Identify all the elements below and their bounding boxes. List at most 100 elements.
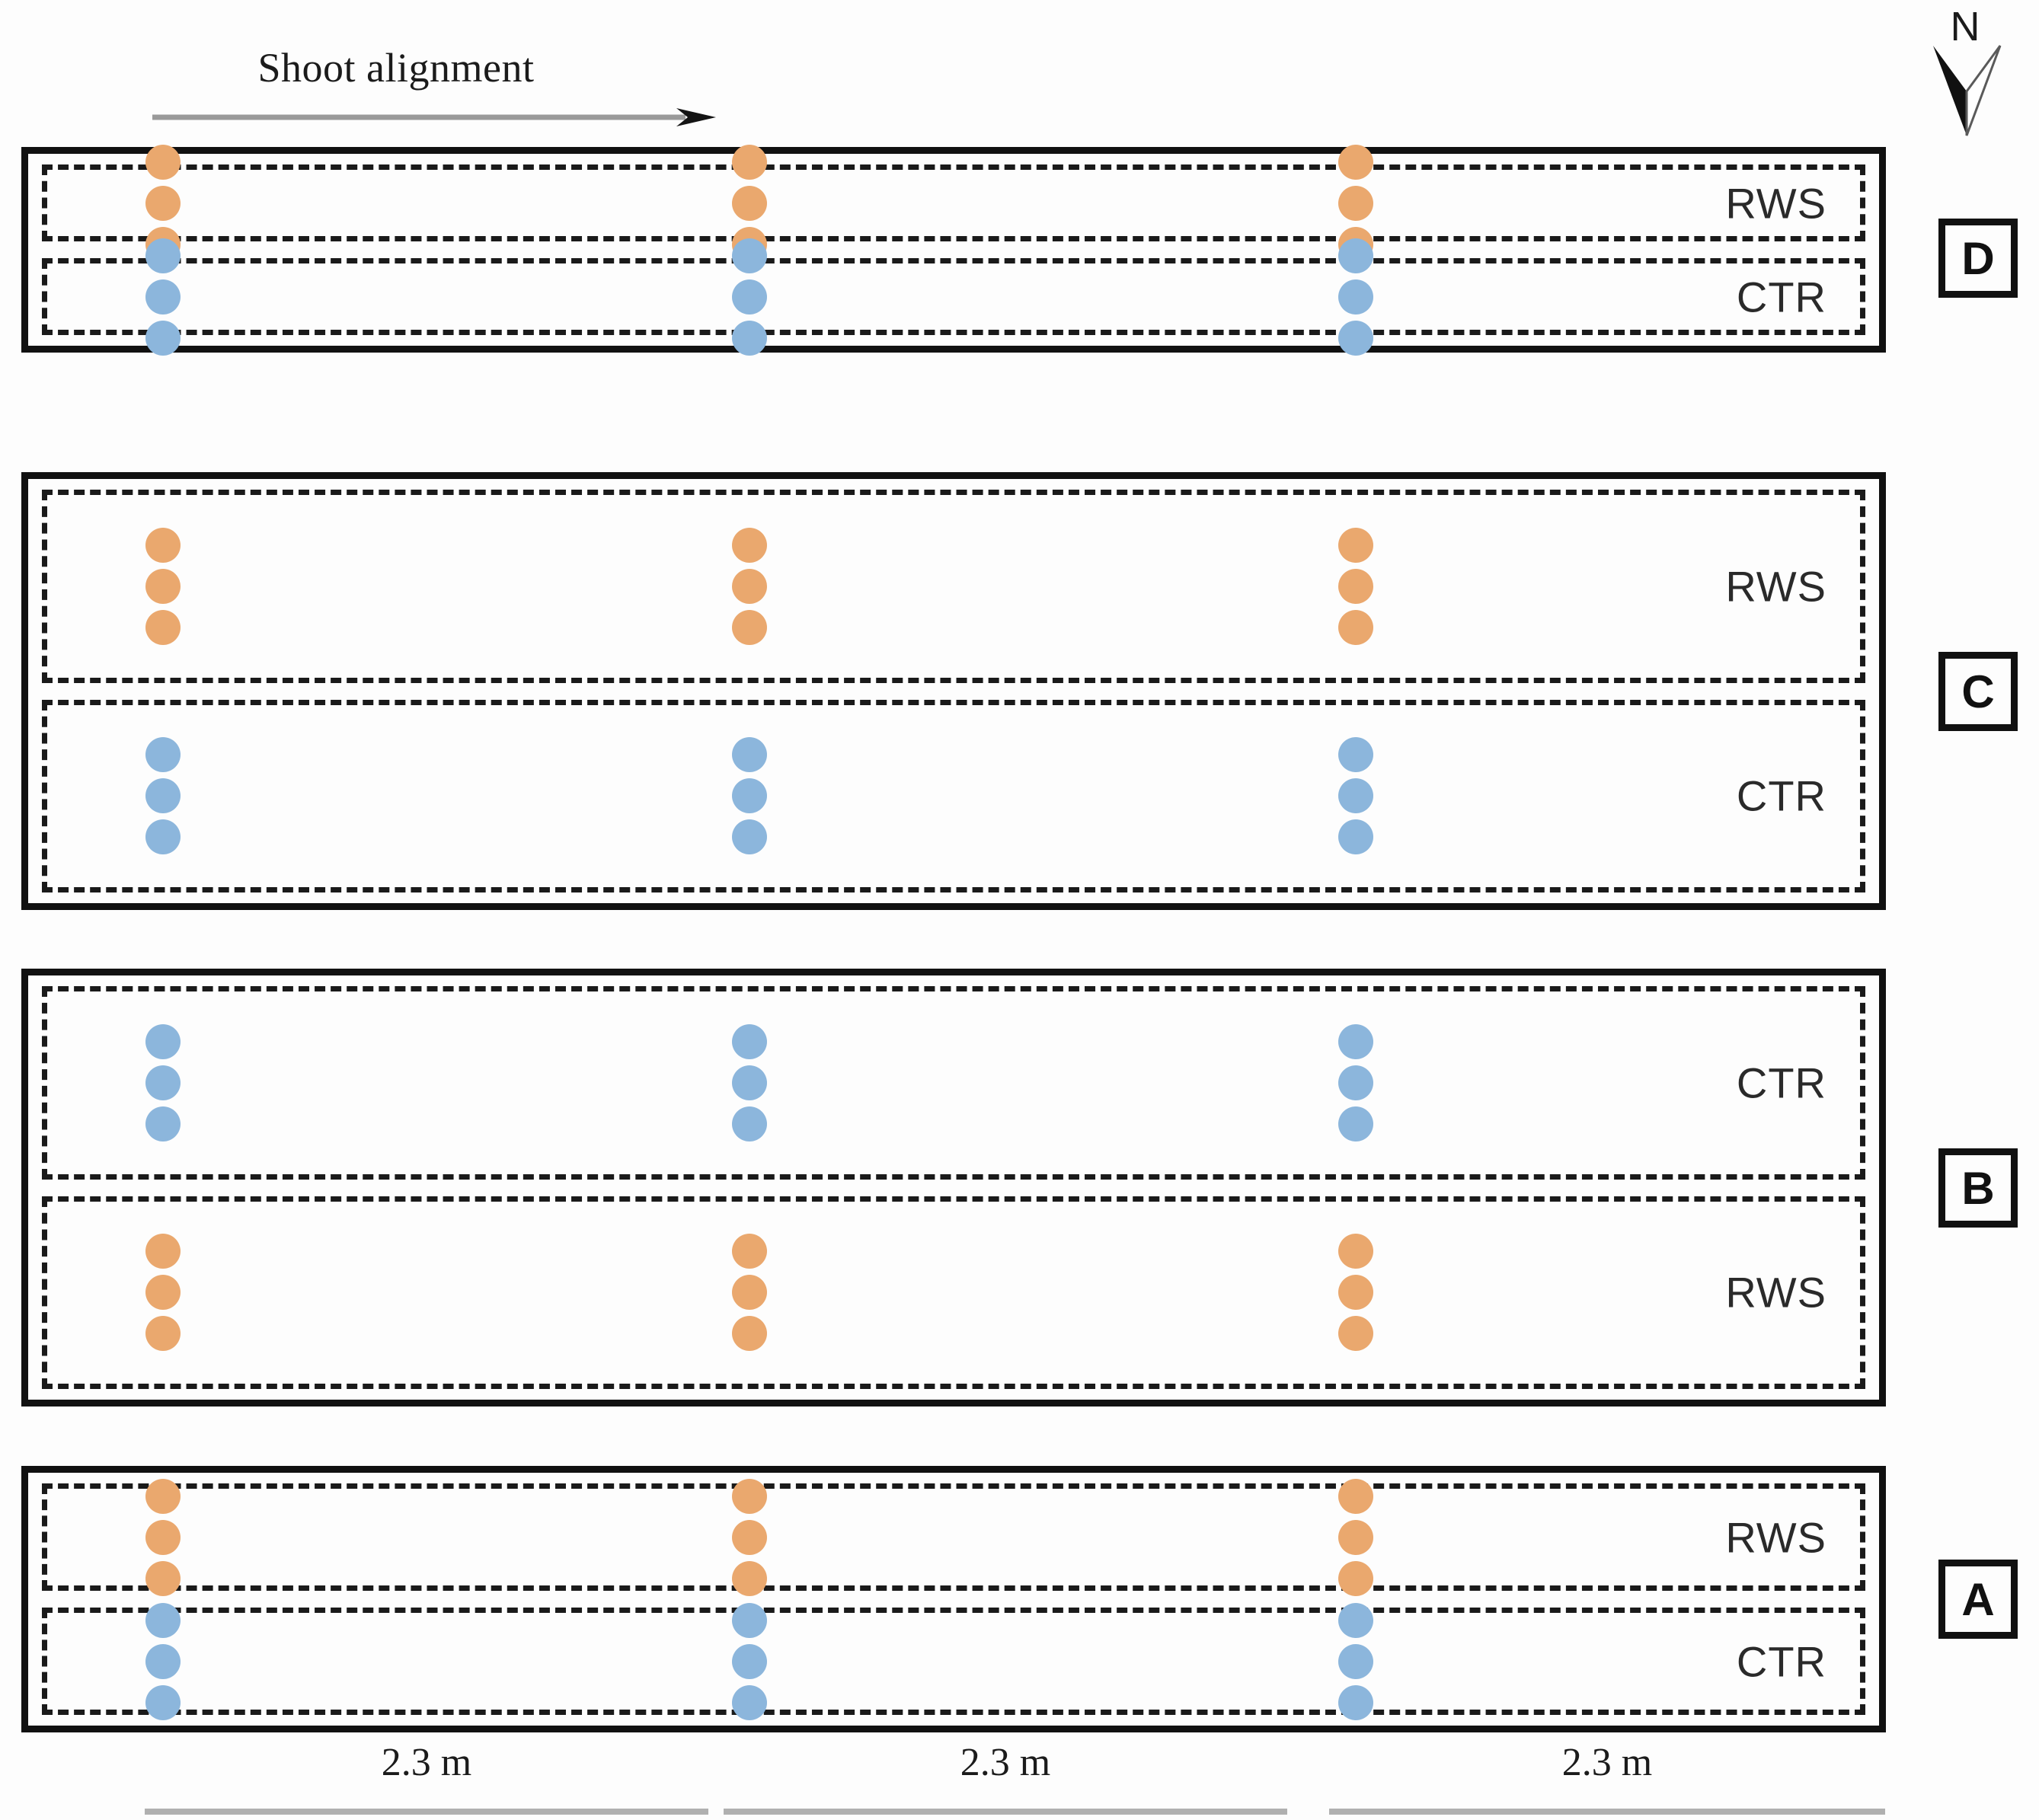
subplot-label: CTR <box>1736 273 1826 321</box>
sampling-column <box>1337 1021 1374 1145</box>
sampling-column <box>731 1476 768 1599</box>
sampling-point-ctr <box>1338 238 1373 273</box>
sampling-point-rws <box>145 1316 181 1352</box>
sampling-point-rws <box>1338 568 1373 604</box>
sampling-column <box>1337 1476 1374 1599</box>
subplot-label: RWS <box>1725 1268 1826 1317</box>
scale-segment: 2.3 m <box>724 1740 1287 1820</box>
subplot-label: CTR <box>1736 771 1826 820</box>
scale-segment: 2.3 m <box>1329 1740 1885 1820</box>
sampling-point-ctr <box>732 1106 767 1141</box>
sampling-point-ctr <box>1338 778 1373 814</box>
sampling-column <box>145 235 181 359</box>
sampling-column <box>731 525 768 648</box>
block-label-a: A <box>1938 1560 2018 1639</box>
sampling-point-ctr <box>145 279 181 315</box>
sampling-point-rws <box>732 185 767 221</box>
sampling-point-rws <box>1338 185 1373 221</box>
sampling-point-ctr <box>732 279 767 315</box>
sampling-point-rws <box>145 1234 181 1269</box>
subplot-d-ctr[interactable]: CTR <box>42 238 1865 356</box>
sampling-point-rws <box>1338 1519 1373 1555</box>
sampling-point-rws <box>145 144 181 180</box>
block-a: RWS CTR <box>21 1466 1886 1732</box>
sampling-point-rws <box>145 1478 181 1514</box>
sampling-point-ctr <box>1338 1602 1373 1638</box>
sampling-point-rws <box>1338 1316 1373 1352</box>
north-label: N <box>1950 4 1980 49</box>
shoot-alignment-annotation: Shoot alignment <box>152 23 716 126</box>
block-label-b: B <box>1938 1148 2018 1228</box>
sampling-point-rws <box>732 1560 767 1596</box>
sampling-point-ctr <box>732 819 767 855</box>
sampling-point-ctr <box>732 1023 767 1059</box>
sampling-point-ctr <box>1338 1106 1373 1141</box>
north-arrow-icon <box>1933 45 2002 136</box>
sampling-point-ctr <box>1338 1065 1373 1100</box>
sampling-column <box>1337 1231 1374 1354</box>
subplot-c-ctr[interactable]: CTR <box>42 699 1865 892</box>
sampling-point-rws <box>145 185 181 221</box>
right-arrow-icon <box>152 108 716 126</box>
sampling-point-ctr <box>1338 1643 1373 1679</box>
sampling-point-rws <box>145 1519 181 1555</box>
sampling-point-rws <box>145 1275 181 1311</box>
sampling-point-ctr <box>732 1065 767 1100</box>
sampling-column <box>731 1600 768 1723</box>
scale-label: 2.3 m <box>381 1741 472 1784</box>
sampling-point-ctr <box>145 1602 181 1638</box>
subplot-a-rws[interactable]: RWS <box>42 1478 1865 1596</box>
sampling-point-rws <box>1338 527 1373 563</box>
sampling-point-rws <box>145 1560 181 1596</box>
subplot-label: CTR <box>1736 1058 1826 1107</box>
sampling-column <box>145 1476 181 1599</box>
sampling-point-rws <box>732 1478 767 1514</box>
sampling-point-ctr <box>145 1023 181 1059</box>
sampling-point-ctr <box>145 1643 181 1679</box>
sampling-point-rws <box>1338 1275 1373 1311</box>
sampling-column <box>731 1231 768 1354</box>
sampling-point-ctr <box>732 737 767 773</box>
sampling-point-ctr <box>1338 279 1373 315</box>
sampling-column <box>145 1021 181 1145</box>
sampling-point-rws <box>145 609 181 645</box>
sampling-column <box>1337 734 1374 857</box>
scale-bar-line <box>145 1809 708 1815</box>
sampling-point-ctr <box>145 320 181 356</box>
sampling-point-rws <box>1338 144 1373 180</box>
sampling-point-rws <box>1338 1478 1373 1514</box>
subplot-c-rws[interactable]: RWS <box>42 490 1865 683</box>
sampling-column <box>1337 235 1374 359</box>
sampling-point-rws <box>1338 1560 1373 1596</box>
sampling-point-ctr <box>732 778 767 814</box>
sampling-point-rws <box>732 1519 767 1555</box>
sampling-point-rws <box>732 144 767 180</box>
sampling-point-ctr <box>732 1602 767 1638</box>
sampling-point-ctr <box>732 320 767 356</box>
sampling-point-ctr <box>145 819 181 855</box>
subplot-a-ctr[interactable]: CTR <box>42 1602 1865 1720</box>
subplot-label: RWS <box>1725 179 1826 227</box>
sampling-column <box>1337 1600 1374 1723</box>
sampling-point-ctr <box>145 1684 181 1720</box>
scale-bar-line <box>724 1809 1287 1815</box>
sampling-column <box>145 734 181 857</box>
subplot-label: RWS <box>1725 1513 1826 1561</box>
sampling-point-rws <box>732 609 767 645</box>
subplot-d-rws[interactable]: RWS <box>42 144 1865 262</box>
subplot-b-ctr[interactable]: CTR <box>42 986 1865 1180</box>
block-inner: RWS CTR <box>28 479 1879 903</box>
sampling-point-ctr <box>1338 819 1373 855</box>
block-b: CTR RWS <box>21 969 1886 1407</box>
block-label-c: C <box>1938 652 2018 731</box>
sampling-point-rws <box>732 1316 767 1352</box>
north-arrow-group: N <box>1919 6 2011 143</box>
sampling-point-rws <box>732 1275 767 1311</box>
subplot-b-rws[interactable]: RWS <box>42 1196 1865 1389</box>
block-d: RWS CTR <box>21 144 1886 356</box>
sampling-point-rws <box>145 568 181 604</box>
block-label-d: D <box>1938 219 2018 298</box>
sampling-point-ctr <box>145 1065 181 1100</box>
sampling-point-ctr <box>1338 737 1373 773</box>
